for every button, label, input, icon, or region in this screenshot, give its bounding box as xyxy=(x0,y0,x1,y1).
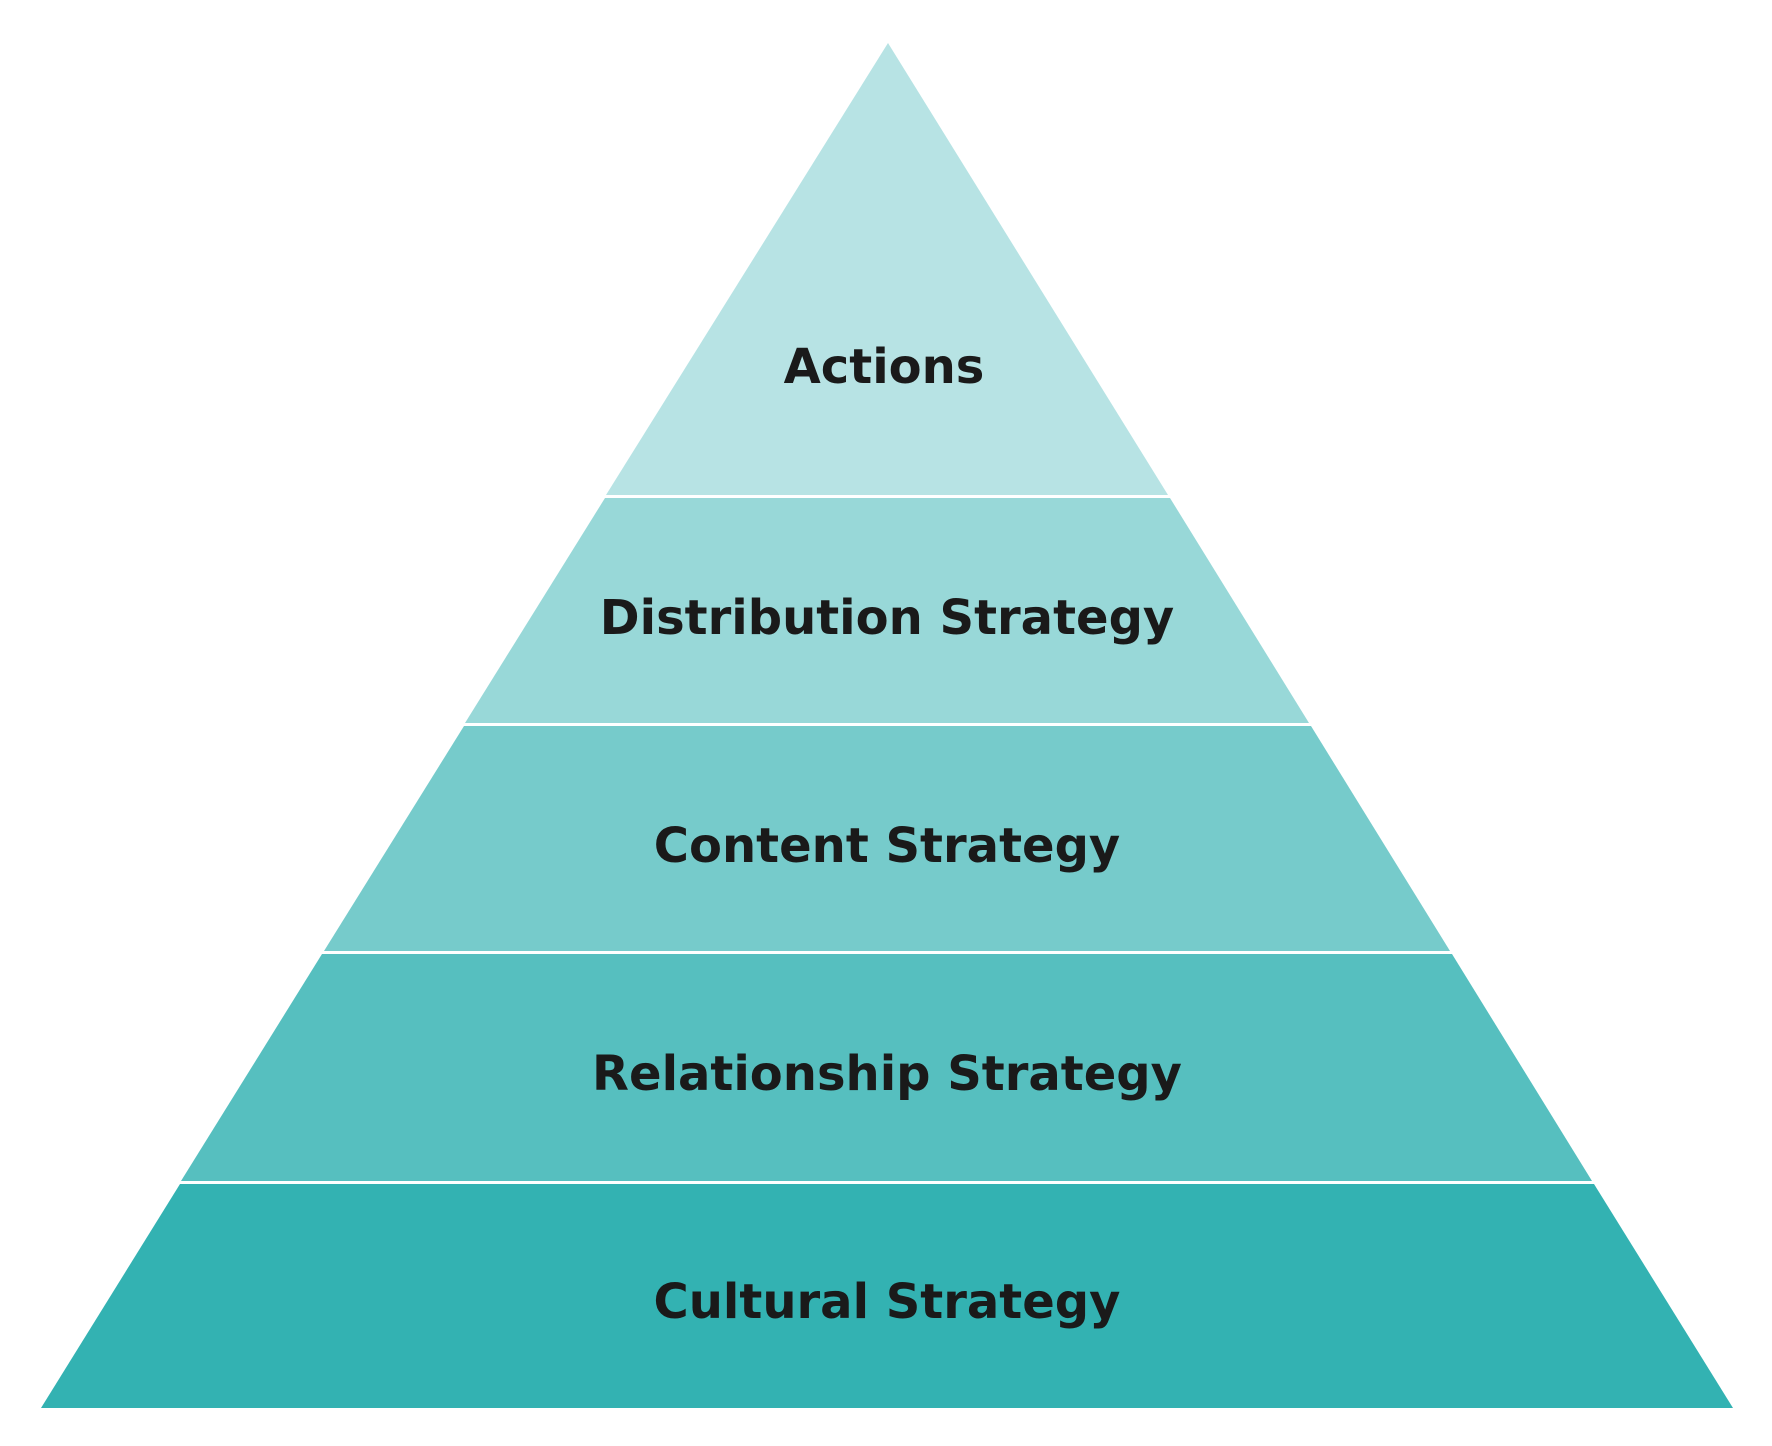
pyramid-level-distribution-strategy xyxy=(465,498,1309,723)
pyramid-level-content-strategy-label: Content Strategy xyxy=(654,818,1120,874)
pyramid-level-cultural-strategy xyxy=(41,1184,1733,1408)
pyramid-level-relationship-strategy-label: Relationship Strategy xyxy=(592,1046,1182,1102)
pyramid-level-distribution-strategy-label: Distribution Strategy xyxy=(600,590,1174,646)
pyramid-level-cultural-strategy-label: Cultural Strategy xyxy=(654,1274,1121,1330)
pyramid-level-actions xyxy=(606,43,1168,495)
pyramid-level-content-strategy xyxy=(324,726,1450,951)
pyramid-level-actions-label: Actions xyxy=(784,339,985,395)
pyramid-level-relationship-strategy xyxy=(181,954,1592,1181)
